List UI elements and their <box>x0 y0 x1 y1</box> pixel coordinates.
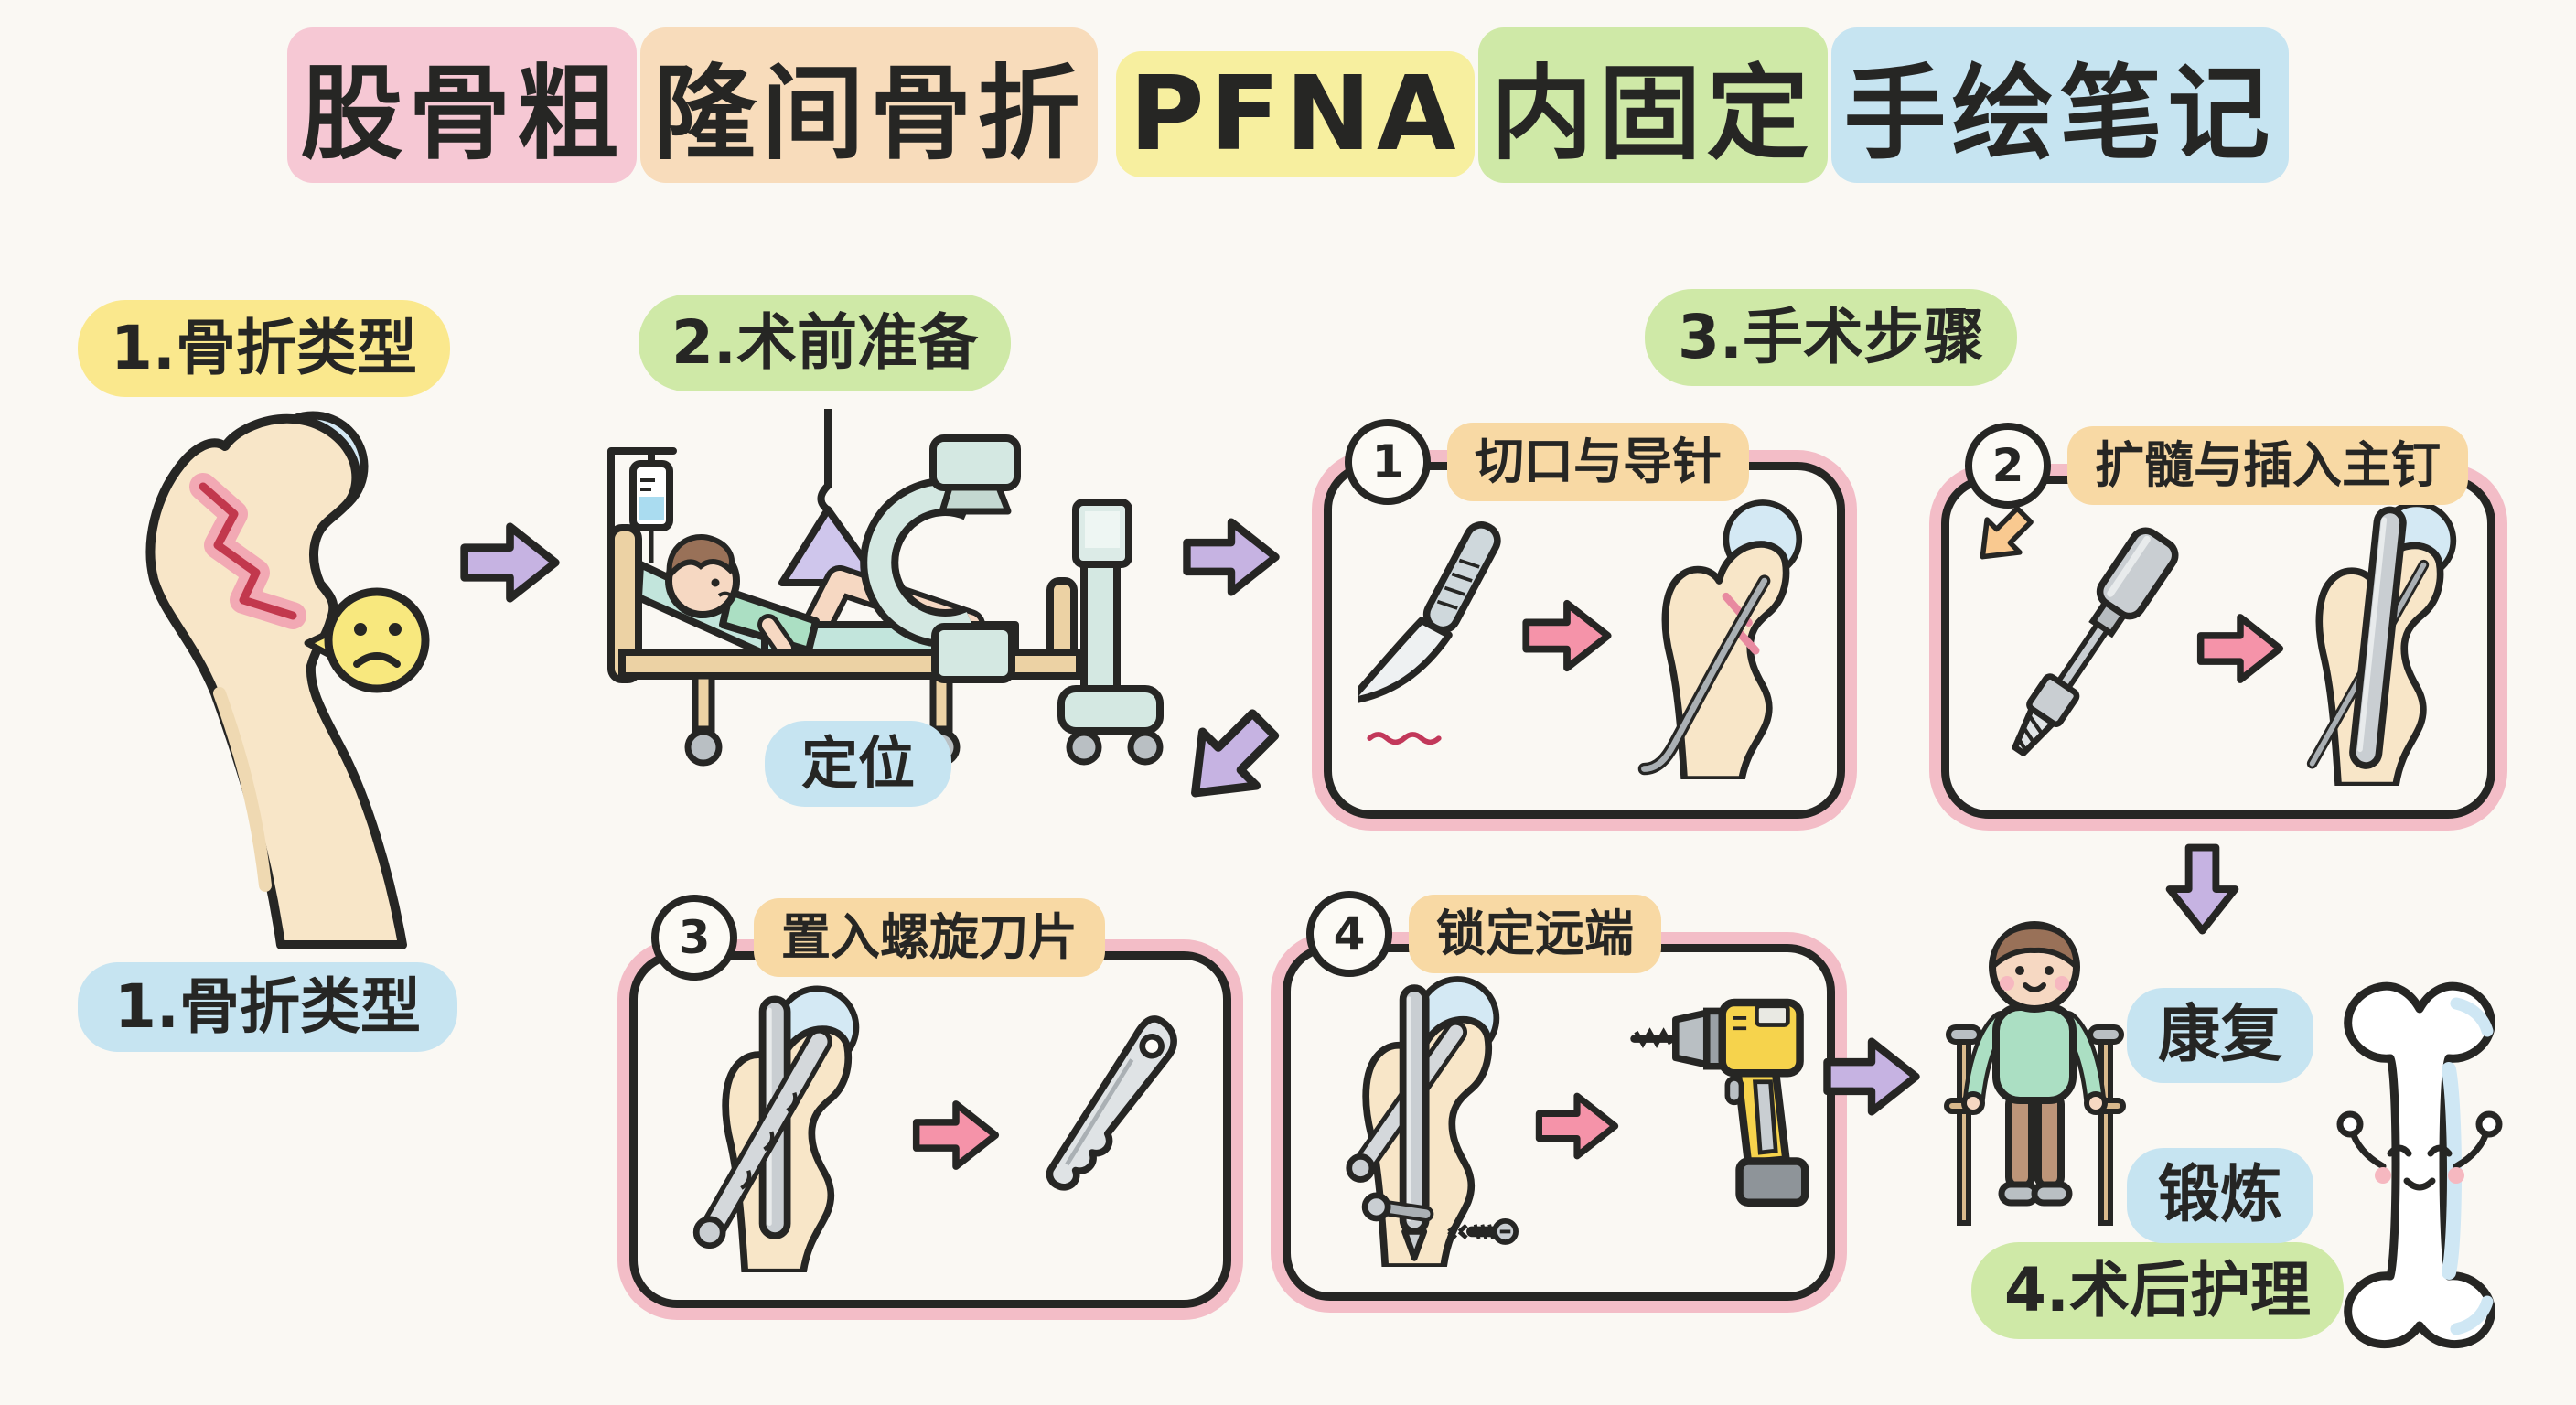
rehab-label-1: 康复 <box>2127 988 2314 1083</box>
bone-character-illustration <box>2319 974 2520 1367</box>
blade-washer <box>1346 1153 1376 1183</box>
fractured-femur-illustration <box>128 410 476 949</box>
main-nail <box>2349 506 2407 769</box>
title-seg-4: 内固定 <box>1477 27 1828 183</box>
title-seg-3: PFNA <box>1116 51 1475 177</box>
step-box-1 <box>1324 462 1845 819</box>
bed-wheel <box>684 728 723 767</box>
patient-crutches-illustration <box>1941 919 2129 1235</box>
arrow-orange-icon <box>1959 492 2047 580</box>
c-arm-machine <box>860 434 1164 766</box>
step-box-2 <box>1941 476 2496 819</box>
step-4-label: 4 锁定远端 <box>1306 891 1661 977</box>
pants-leg <box>2005 1091 2035 1190</box>
scalpel-icon <box>1358 507 1513 757</box>
step-number-badge: 4 <box>1306 891 1392 977</box>
title-seg-5: 手绘笔记 <box>1830 27 2289 183</box>
fracture-line <box>199 482 297 620</box>
step-number-badge: 2 <box>1965 423 2051 509</box>
arrow-pink-icon <box>910 1097 1002 1174</box>
happy-eyes <box>2387 1144 2453 1157</box>
title-seg-1: 股骨粗 <box>287 27 638 183</box>
pants-leg <box>2034 1091 2065 1190</box>
step-box-3 <box>629 951 1231 1308</box>
arrow-pink-icon <box>1519 596 1615 675</box>
shoe <box>2031 1181 2073 1207</box>
guide-pin <box>1641 577 1768 772</box>
rehab-label-2: 锻炼 <box>2127 1148 2314 1243</box>
femur-guide-pin-illustration <box>1632 492 1815 779</box>
step-2-label: 2 扩髓与插入主钉 <box>1965 423 2468 509</box>
spiral-blade <box>692 1028 832 1249</box>
reamer-icon <box>1999 511 2180 778</box>
shoe <box>1998 1181 2040 1207</box>
section-label-surgery-steps: 3.手术步骤 <box>1645 289 2017 386</box>
step-number-badge: 1 <box>1345 419 1431 505</box>
smile <box>2403 1177 2436 1191</box>
shirt <box>1992 1003 2077 1104</box>
bone-body <box>2344 981 2496 1349</box>
arrow-down-left-icon <box>1153 682 1306 836</box>
step-3-label: 3 置入螺旋刀片 <box>651 895 1105 981</box>
sad-face-icon <box>304 587 430 693</box>
title-seg-2: 隆间骨折 <box>640 27 1099 183</box>
screw-icon <box>1447 1217 1519 1245</box>
step-box-4 <box>1283 944 1835 1301</box>
step-number-badge: 3 <box>651 895 737 981</box>
section-label-postop: 4.术后护理 <box>1971 1242 2344 1339</box>
preop-bed-scene <box>585 407 1171 791</box>
femur-spiral-blade-illustration <box>676 976 879 1272</box>
incision-mark <box>1367 732 1442 745</box>
distal-lock-screw <box>1361 1192 1434 1222</box>
arrow-right-icon-1 <box>457 517 563 608</box>
step-label-text: 扩髓与插入主钉 <box>2067 426 2468 505</box>
step-label-text: 切口与导针 <box>1447 423 1749 501</box>
drill-icon <box>1627 978 1809 1238</box>
step-label-text: 锁定远端 <box>1409 895 1661 973</box>
positioning-label: 定位 <box>765 721 952 807</box>
arrow-pink-icon <box>1533 1089 1621 1163</box>
step-label-text: 置入螺旋刀片 <box>754 898 1105 977</box>
femur-distal-lock-illustration <box>1316 967 1519 1267</box>
section-label-fracture-type: 1.骨折类型 <box>78 300 450 397</box>
spiral-blade-icon <box>1029 1003 1194 1238</box>
arrow-pink-icon <box>2195 610 2286 687</box>
femur-main-nail-illustration <box>2286 493 2469 786</box>
main-nail <box>1399 984 1430 1261</box>
fracture-type-repeat-label: 1.骨折类型 <box>78 962 457 1052</box>
iv-drip-icon <box>607 447 677 626</box>
patient-hair <box>666 534 735 583</box>
step-1-label: 1 切口与导针 <box>1345 419 1749 505</box>
arrow-down-icon <box>2148 842 2258 938</box>
section-label-preop: 2.术前准备 <box>639 295 1011 391</box>
arrow-right-icon-3 <box>1820 1032 1923 1121</box>
arrow-right-icon-2 <box>1180 512 1283 602</box>
patient-hair <box>1989 923 2080 974</box>
